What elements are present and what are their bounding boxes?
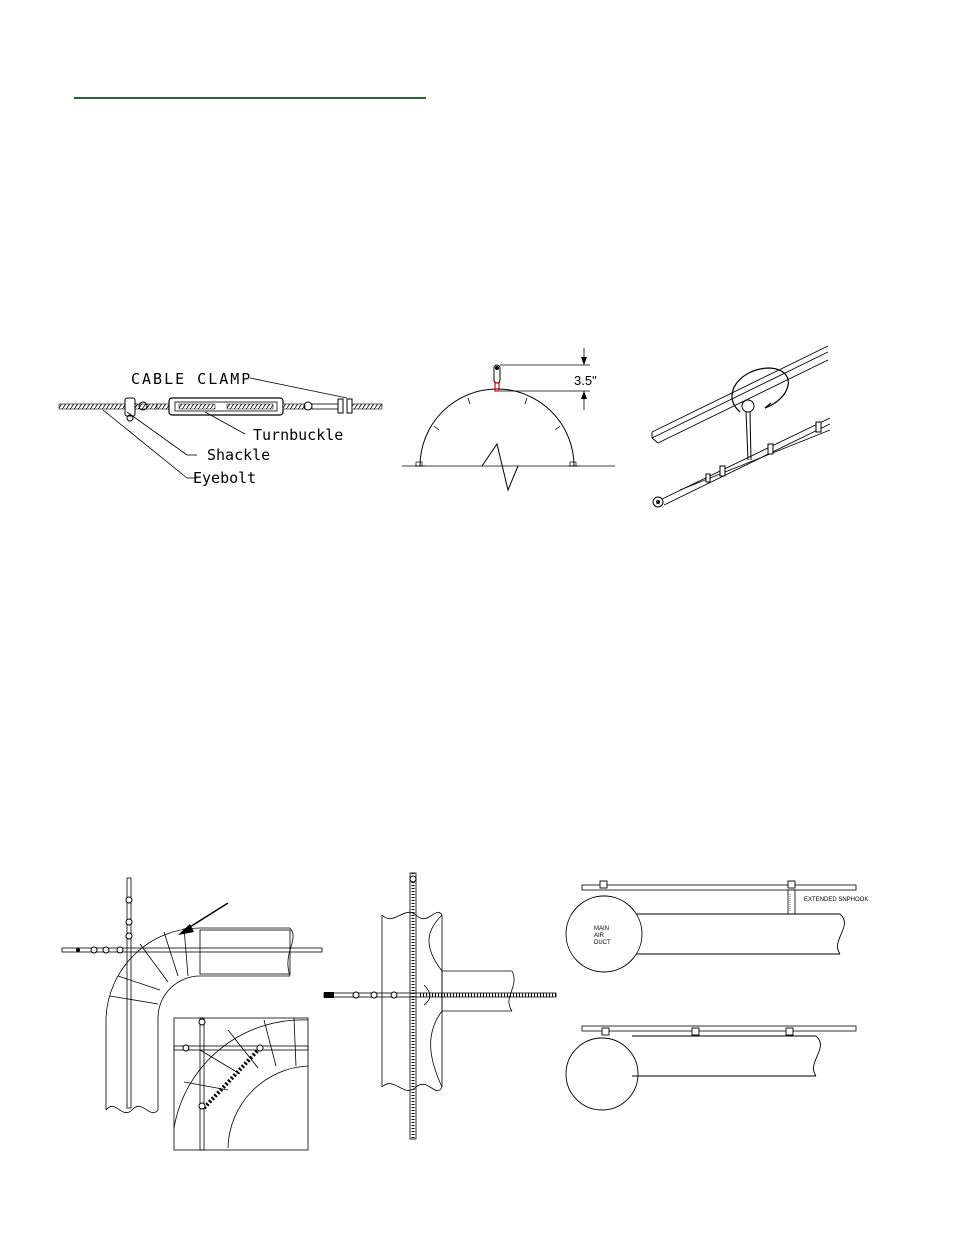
hanger-icon	[494, 365, 500, 391]
header-rule	[74, 97, 426, 99]
cable-rail	[660, 418, 830, 505]
shackle-label: Shackle	[207, 446, 270, 464]
cable-clamp-icon	[338, 399, 352, 413]
vertical-rod	[410, 873, 416, 1139]
main-air-duct-figure: MAIN AIR DUCT EXTENDED SNPHOOK	[560, 880, 880, 1120]
extended-snaphook-icon	[788, 890, 795, 914]
top-rail	[582, 885, 856, 1031]
rail-clips	[600, 881, 795, 1035]
eyebolt-end-icon	[653, 497, 663, 507]
arch-outline	[420, 389, 574, 466]
main-duct-upper	[566, 896, 845, 972]
extended-snaphook-label: EXTENDED SNPHOOK	[804, 897, 868, 903]
turnbuckle-label: Turnbuckle	[253, 426, 343, 444]
main-duct-label-2: AIR	[594, 933, 605, 939]
horizontal-cable	[324, 992, 556, 998]
turnbuckle-assembly-figure: CABLE CLAMP Turnbuckle Shackle Eyebolt	[55, 360, 385, 495]
hanger-red-tip	[495, 383, 499, 391]
beam-angle	[652, 346, 828, 443]
main-duct-label-3: DUCT	[594, 940, 611, 946]
cable-left	[59, 404, 125, 409]
eyebolt-label: Eyebolt	[193, 469, 256, 487]
elbow-duct-figure	[60, 870, 330, 1155]
isometric-beam-figure	[640, 340, 840, 515]
main-duct-lower	[566, 1036, 821, 1110]
break-line	[482, 444, 518, 490]
cable-clamp-label: CABLE CLAMP	[131, 370, 252, 388]
shackle-icon	[125, 398, 147, 421]
tee-duct	[382, 912, 514, 1090]
arch-dimension-figure: 3.5"	[400, 340, 620, 495]
sling-loop-icon	[732, 368, 788, 412]
dimension-label: 3.5"	[574, 373, 597, 388]
vertical-rod	[126, 878, 132, 1108]
main-duct-label-1: MAIN	[594, 926, 609, 932]
turnbuckle-icon	[169, 398, 283, 415]
elbow-inset-detail	[174, 1018, 308, 1150]
tee-duct-figure	[320, 865, 560, 1145]
horizontal-cable	[62, 947, 322, 953]
